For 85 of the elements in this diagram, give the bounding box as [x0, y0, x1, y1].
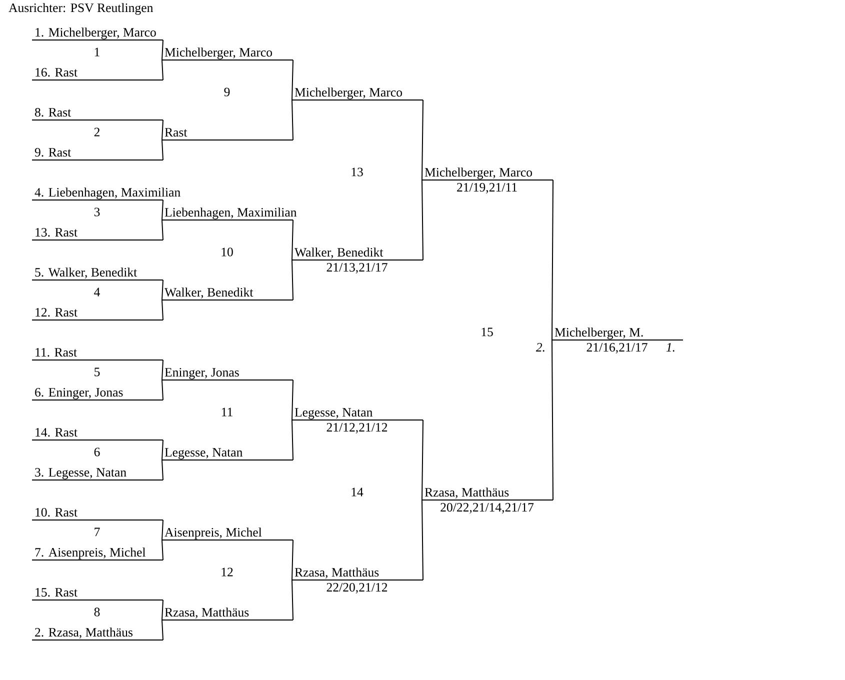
bracket-slot: 3. Legesse, Natan [32, 468, 164, 480]
bracket-line [292, 580, 294, 620]
bracket-slot: Michelberger, Marco [422, 168, 554, 180]
bracket-slot: 13. Rast [32, 228, 164, 240]
bracket-line [162, 120, 164, 140]
bracket-line [292, 260, 294, 300]
bracket-line [422, 500, 424, 580]
bracket-slot: 12. Rast [32, 308, 164, 320]
bracket-slot: 16. Rast [32, 68, 164, 80]
bracket-slot: Rast [162, 128, 294, 140]
bracket-line [292, 540, 294, 580]
bracket-slot: Rzasa, Matthäus [292, 568, 424, 580]
match-number: 10 [222, 248, 233, 256]
bracket-line [292, 220, 294, 260]
bracket-line [162, 440, 164, 460]
match-number: 3 [94, 208, 100, 216]
bracket-line [162, 40, 164, 60]
match-number: 1 [94, 48, 100, 56]
match-score: 21/13,21/17 [326, 263, 388, 274]
bracket-slot: 1. Michelberger, Marco [32, 28, 164, 40]
bracket-line [422, 420, 424, 500]
bracket-slot: 9. Rast [32, 148, 164, 160]
bracket-line [162, 220, 164, 240]
match-score: 21/12,21/12 [326, 423, 388, 434]
bracket-slot: 15. Rast [32, 588, 164, 600]
bracket-line [292, 100, 294, 140]
bracket-slot: 11. Rast [32, 348, 164, 360]
bracket-slot: Legesse, Natan [292, 408, 424, 420]
bracket-slot: 14. Rast [32, 428, 164, 440]
bracket-slot: 8. Rast [32, 108, 164, 120]
match-number: 14 [352, 488, 364, 496]
match-number: 4 [94, 288, 100, 296]
place-label: 2. [536, 343, 544, 352]
place-label: 1. [666, 343, 674, 352]
bracket-line [162, 380, 164, 400]
bracket-line [162, 360, 164, 380]
bracket-slot: Liebenhagen, Maximilian [162, 208, 297, 220]
bracket-line [162, 600, 164, 620]
bracket-slot: 5. Walker, Benedikt [32, 268, 164, 280]
match-number: 2 [94, 128, 100, 136]
bracket-line [162, 140, 164, 160]
bracket-line [552, 340, 554, 500]
match-number: 11 [222, 408, 232, 416]
bracket-slot: 10. Rast [32, 508, 164, 520]
bracket-slot: Aisenpreis, Michel [162, 528, 294, 540]
bracket-slot: Michelberger, Marco [292, 88, 424, 100]
bracket-line [162, 460, 164, 480]
match-score: 22/20,21/12 [326, 582, 388, 594]
match-number: 6 [94, 448, 100, 456]
match-number: 7 [94, 528, 100, 536]
match-score: 21/19,21/11 [457, 183, 517, 194]
bracket-line [162, 60, 164, 80]
bracket-slot: Rzasa, Matthäus [162, 608, 294, 620]
bracket-line [162, 620, 164, 640]
match-number: 8 [94, 608, 100, 616]
bracket-line [162, 200, 164, 220]
bracket-slot: Walker, Benedikt [292, 248, 424, 260]
bracket-slot: Michelberger, M. [552, 328, 684, 340]
bracket-slot: Rzasa, Matthäus [422, 488, 554, 500]
bracket-line [422, 100, 424, 180]
match-number: 15 [482, 328, 493, 336]
bracket-slot: 7. Aisenpreis, Michel [32, 548, 164, 560]
header-text: Ausrichter: PSV Reutlingen [8, 3, 154, 15]
bracket-slot: 6. Eninger, Jonas [32, 388, 164, 400]
match-number: 13 [352, 168, 363, 176]
bracket-line [162, 280, 164, 300]
match-score: 20/22,21/14,21/17 [440, 502, 534, 514]
bracket-line [292, 60, 294, 100]
bracket-slot: Michelberger, Marco [162, 48, 294, 60]
match-score: 21/16,21/17 [586, 343, 648, 354]
bracket-line [292, 380, 294, 420]
bracket-slot: Eninger, Jonas [162, 368, 294, 380]
bracket-line [162, 540, 164, 560]
bracket-line [162, 300, 164, 320]
bracket-line [552, 180, 554, 340]
match-number: 12 [222, 568, 233, 576]
bracket-slot: Legesse, Natan [162, 448, 294, 460]
bracket-line [162, 520, 164, 540]
bracket-slot: 2. Rzasa, Matthäus [32, 628, 164, 640]
bracket-slot: Walker, Benedikt [162, 288, 294, 300]
match-number: 9 [224, 88, 230, 96]
bracket-slot: 4. Liebenhagen, Maximilian [32, 188, 180, 200]
bracket-line [422, 180, 424, 260]
match-number: 5 [94, 368, 100, 376]
bracket-line [292, 420, 294, 460]
